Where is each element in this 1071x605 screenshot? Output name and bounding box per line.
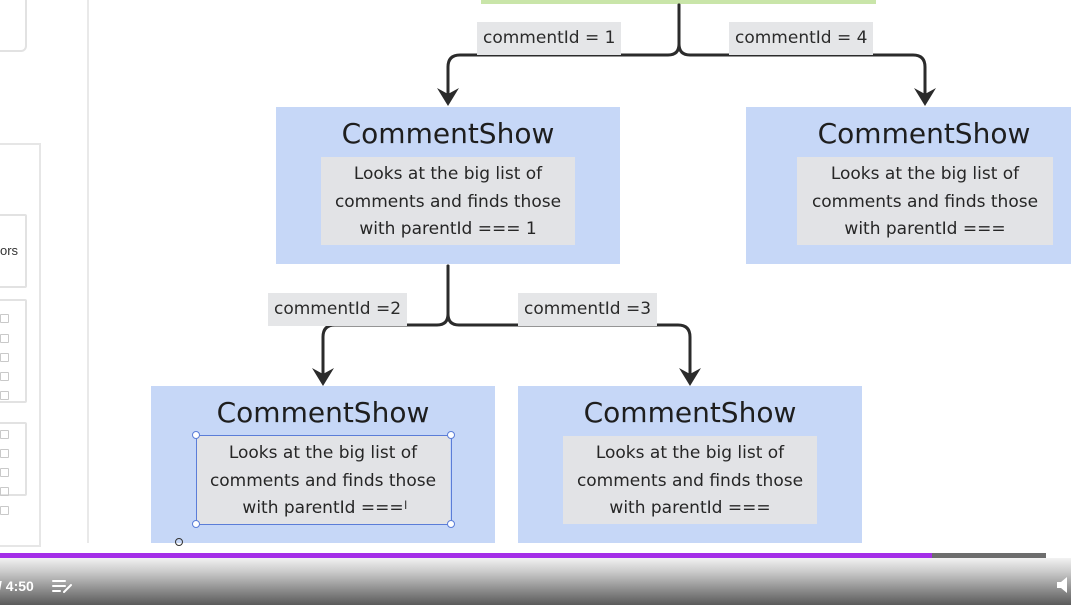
more-icon — [0, 506, 9, 515]
node-description[interactable]: Looks at the big list of comments and fi… — [797, 157, 1053, 245]
rotate-handle-icon[interactable] — [174, 537, 184, 547]
pen-icon — [0, 430, 9, 439]
edge-label-commentid-1[interactable]: commentId = 1 — [477, 22, 622, 55]
left-panel-card — [0, 214, 27, 288]
left-panel-card — [0, 0, 27, 52]
playlist-icon[interactable] — [52, 578, 74, 594]
description-line: comments and finds those — [334, 191, 562, 212]
volume-icon[interactable] — [1056, 576, 1071, 594]
connector-to-node-4 — [677, 3, 927, 102]
node-description[interactable]: Looks at the big list of comments and fi… — [563, 436, 817, 524]
grid-icon — [0, 468, 9, 477]
comment-show-node[interactable]: CommentShow Looks at the big list of com… — [151, 386, 495, 546]
arrowhead-icon — [437, 88, 459, 106]
description-line: comments and finds those — [811, 191, 1039, 212]
left-panel-toolbar — [0, 299, 27, 403]
description-line: Looks at the big list of — [353, 164, 543, 184]
selection-outline[interactable] — [196, 435, 452, 525]
description-line: Looks at the big list of — [830, 164, 1020, 184]
parent-node[interactable] — [481, 0, 876, 4]
left-diagram-panel: ors — [0, 0, 89, 547]
arrowhead-icon — [312, 368, 334, 386]
comment-show-node[interactable]: CommentShow Looks at the big list of com… — [518, 386, 862, 543]
time-display: / 4:50 — [0, 578, 34, 594]
node-title: CommentShow — [583, 396, 797, 429]
arrowhead-icon — [679, 368, 701, 386]
node-title: CommentShow — [817, 117, 1031, 150]
text-cursor-icon: I — [404, 498, 408, 512]
description-line: comments and finds those — [576, 470, 804, 491]
node-title: CommentShow — [216, 396, 430, 429]
shape-icon — [0, 391, 9, 400]
node-title: CommentShow — [341, 117, 555, 150]
description-line: with parentId === — [609, 498, 771, 518]
resize-handle[interactable] — [192, 431, 200, 439]
resize-handle[interactable] — [192, 520, 200, 528]
edge-label-commentid-4[interactable]: commentId = 4 — [729, 22, 874, 55]
resize-handle[interactable] — [447, 431, 455, 439]
resize-handle[interactable] — [447, 520, 455, 528]
comment-show-node[interactable]: CommentShow Looks at the big list of com… — [276, 107, 620, 264]
left-panel-text: ors — [0, 243, 19, 258]
description-line: with parentId === — [242, 498, 404, 518]
left-panel-toolbar — [0, 422, 27, 496]
description-line: Looks at the big list of — [595, 443, 785, 463]
video-control-bar — [0, 558, 1071, 605]
description-line: comments and finds those — [209, 470, 437, 491]
edge-label-commentid-3[interactable]: commentId =3 — [518, 293, 658, 326]
cursor-icon — [0, 314, 9, 323]
frame-icon — [0, 449, 9, 458]
node-description[interactable]: Looks at the big list of comments and fi… — [321, 157, 575, 245]
comment-show-node[interactable]: CommentShow Looks at the big list of com… — [746, 107, 1071, 264]
video-progress-bar[interactable] — [0, 553, 1046, 558]
arrowhead-icon — [914, 88, 936, 106]
description-line: Looks at the big list of — [228, 443, 418, 463]
note-icon — [0, 372, 9, 381]
description-line: with parentId === 1 — [359, 219, 537, 239]
plus-icon — [0, 487, 9, 496]
table-icon — [0, 334, 9, 343]
description-line: with parentId === — [844, 219, 1006, 239]
node-description[interactable]: Looks at the big list of comments and fi… — [196, 436, 450, 524]
text-icon — [0, 353, 9, 362]
edge-label-commentid-2[interactable]: commentId =2 — [268, 293, 408, 326]
video-progress-fill — [0, 553, 932, 558]
